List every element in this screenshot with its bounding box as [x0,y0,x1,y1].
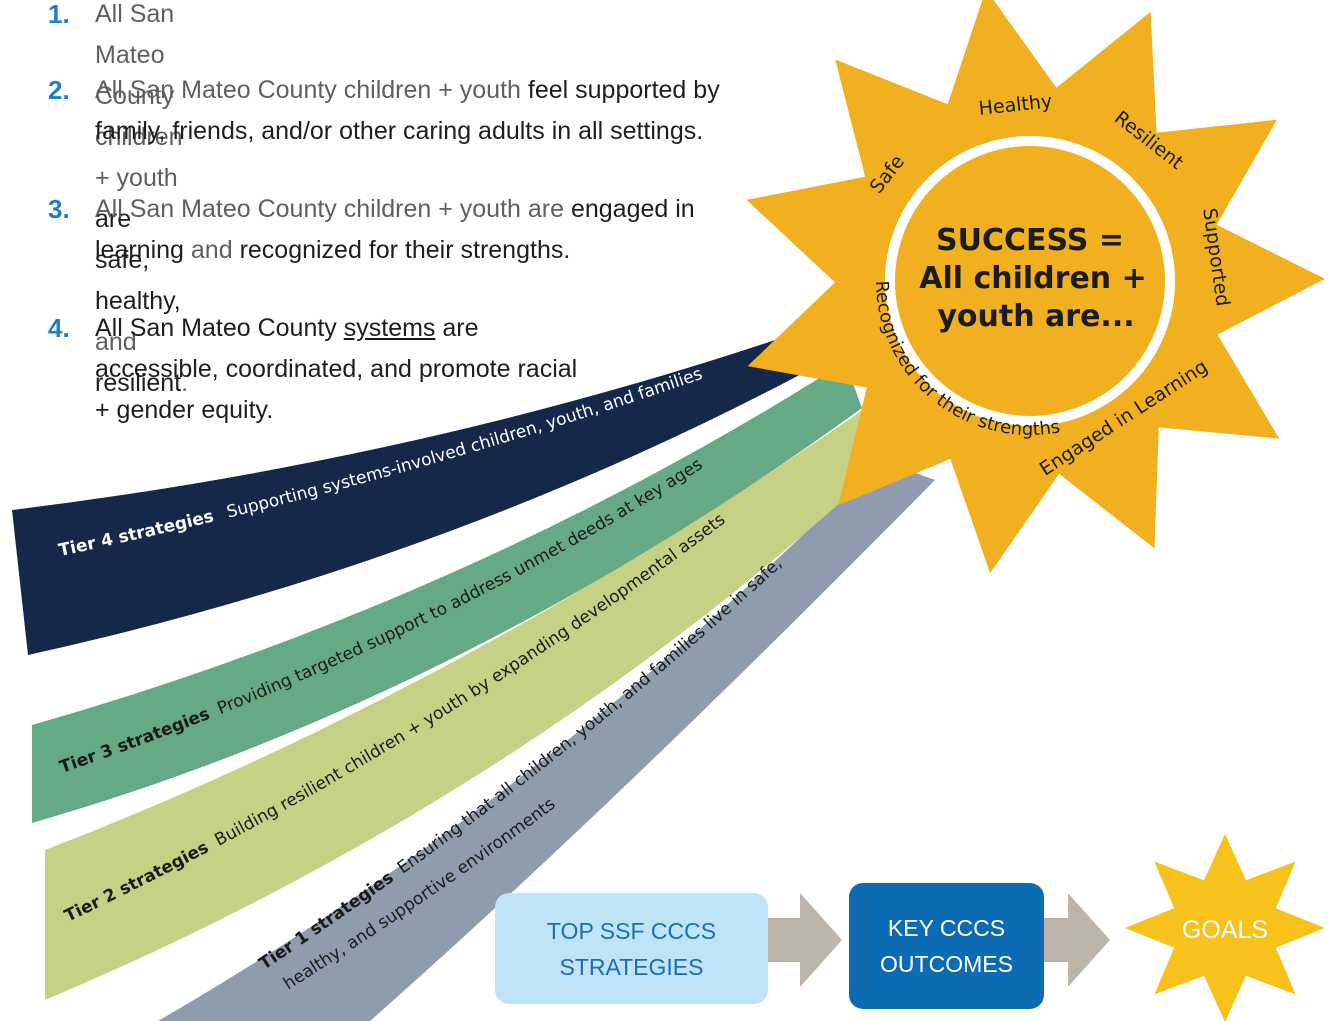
tier-1-ribbon [158,460,935,1021]
top-strategies-line-1: TOP SSF CCCS [546,917,717,944]
goal-text-emphasis: are safe, healthy, [95,205,181,315]
goal-number: 3. [48,194,70,224]
goal-text-underlined: systems [343,314,436,342]
top-strategies-box: TOP SSF CCCS STRATEGIES [495,893,768,1004]
goal-text: All San Mateo County children + youth ar… [95,0,188,404]
goal-text-part: and [95,328,137,356]
tier-2-ribbon [45,405,885,1000]
goal-text-part: are [435,314,479,342]
goal-text-emphasis: family, friends, and/or other caring adu… [95,117,704,145]
goal-text-emphasis: resilient [95,369,182,397]
goal-number: 2. [48,75,70,105]
goal-text: All San Mateo County children + youth ar… [95,189,795,271]
goal-text-part: All San Mateo County [95,314,344,342]
tier-3-ribbon [32,362,862,823]
goal-text-emphasis: recognized for their strengths. [239,236,571,264]
arrow-strategies-to-outcomes [765,893,842,987]
goals-star-label: GOALS [1182,916,1268,944]
tier-4-ribbon [12,335,835,655]
top-strategies-line-2: STRATEGIES [559,953,704,980]
goal-text-part: and [183,236,240,264]
key-outcomes-line-1: KEY CCCS [887,915,1006,941]
sun-center-line-3: youth are... [937,299,1134,334]
goal-text: All San Mateo County systems are accessib… [95,308,695,431]
goal-text-part: + gender equity. [95,396,274,424]
sun-center-line-1: SUCCESS = [936,223,1124,258]
arrow-outcomes-to-goals [1040,893,1110,987]
goal-text-emphasis: learning [95,236,184,264]
goal-text-part: All San Mateo County children + youth [95,76,528,104]
sun-graphic [746,0,1325,574]
goal-text-part: . [181,369,189,397]
goal-text: All San Mateo County children + youth fe… [95,70,795,152]
goal-text-part: All San Mateo County children + youth [95,0,183,192]
goal-text-emphasis: engaged in [570,195,695,223]
goals-star [1125,834,1325,1021]
key-outcomes-box: KEY CCCS OUTCOMES [849,883,1044,1009]
goal-text-part: All San Mateo County children + youth ar… [95,195,571,223]
goal-text-emphasis: feel supported by [527,76,720,104]
sun-center-line-2: All children + [919,261,1147,296]
goal-number: 1. [48,0,70,29]
sun-center [885,136,1175,426]
goal-text-part: accessible, coordinated, and promote rac… [95,355,578,383]
key-outcomes-line-2: OUTCOMES [880,951,1013,977]
goal-number: 4. [48,313,70,343]
